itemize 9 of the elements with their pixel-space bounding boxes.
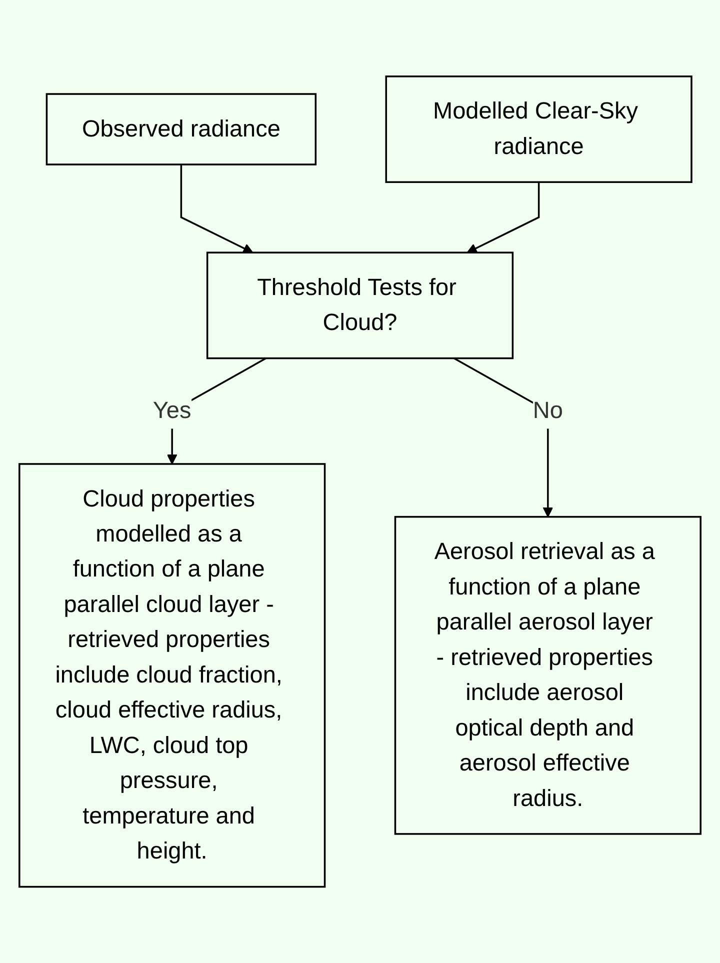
node-box: Cloud properties modelled as a function of a plane parallel cloud layer - retrieved properties include cloud fraction, cloud effective radius, LWC, cloud top pressure, temperature and height. xyxy=(18,463,326,888)
arrow xyxy=(466,182,540,253)
node-box: Threshold Tests for Cloud? xyxy=(206,252,514,360)
edge-label: No xyxy=(532,398,563,424)
node-box: Observed radiance xyxy=(46,93,317,166)
node-box: Modelled Clear-Sky radiance xyxy=(385,75,692,183)
arrow xyxy=(180,164,254,253)
edge-label: Yes xyxy=(152,398,192,424)
node-box: Aerosol retrieval as a function of a plane parallel aerosol layer - retrieved properties include aerosol optical depth and aerosol effective radius. xyxy=(394,516,702,835)
